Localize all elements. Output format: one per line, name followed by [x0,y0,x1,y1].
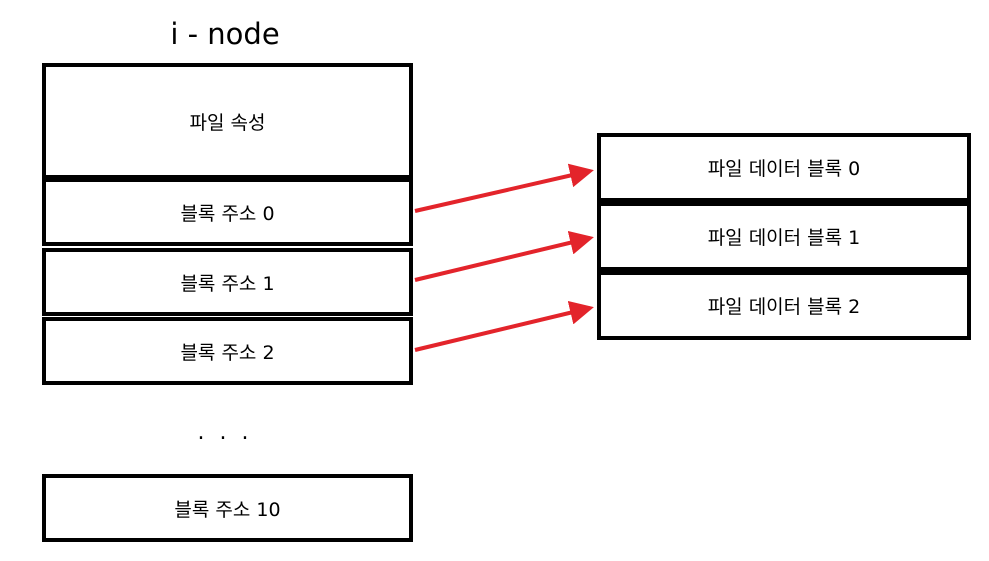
block-address-0-box: 블록 주소 0 [42,178,413,246]
arrow-0 [414,163,594,213]
data-block-0-box: 파일 데이터 블록 0 [597,133,971,202]
arrow-2 [414,300,594,352]
block-address-10-box: 블록 주소 10 [42,474,413,542]
block-address-1-label: 블록 주소 1 [180,272,275,295]
data-block-2-label: 파일 데이터 블록 2 [707,296,861,318]
file-attributes-label: 파일 속성 [189,111,266,134]
block-address-1-box: 블록 주소 1 [42,248,413,316]
data-block-2-box: 파일 데이터 블록 2 [597,271,971,340]
inode-title: i - node [170,17,280,51]
block-address-0-label: 블록 주소 0 [180,202,275,225]
block-address-10-label: 블록 주소 10 [174,498,281,521]
ellipsis: . . . [197,420,253,445]
file-attributes-box: 파일 속성 [42,63,413,179]
data-block-1-label: 파일 데이터 블록 1 [707,227,861,249]
data-block-1-box: 파일 데이터 블록 1 [597,202,971,271]
block-address-2-label: 블록 주소 2 [180,341,275,364]
arrow-1 [414,230,594,282]
block-address-2-box: 블록 주소 2 [42,317,413,385]
data-block-0-label: 파일 데이터 블록 0 [707,158,861,180]
